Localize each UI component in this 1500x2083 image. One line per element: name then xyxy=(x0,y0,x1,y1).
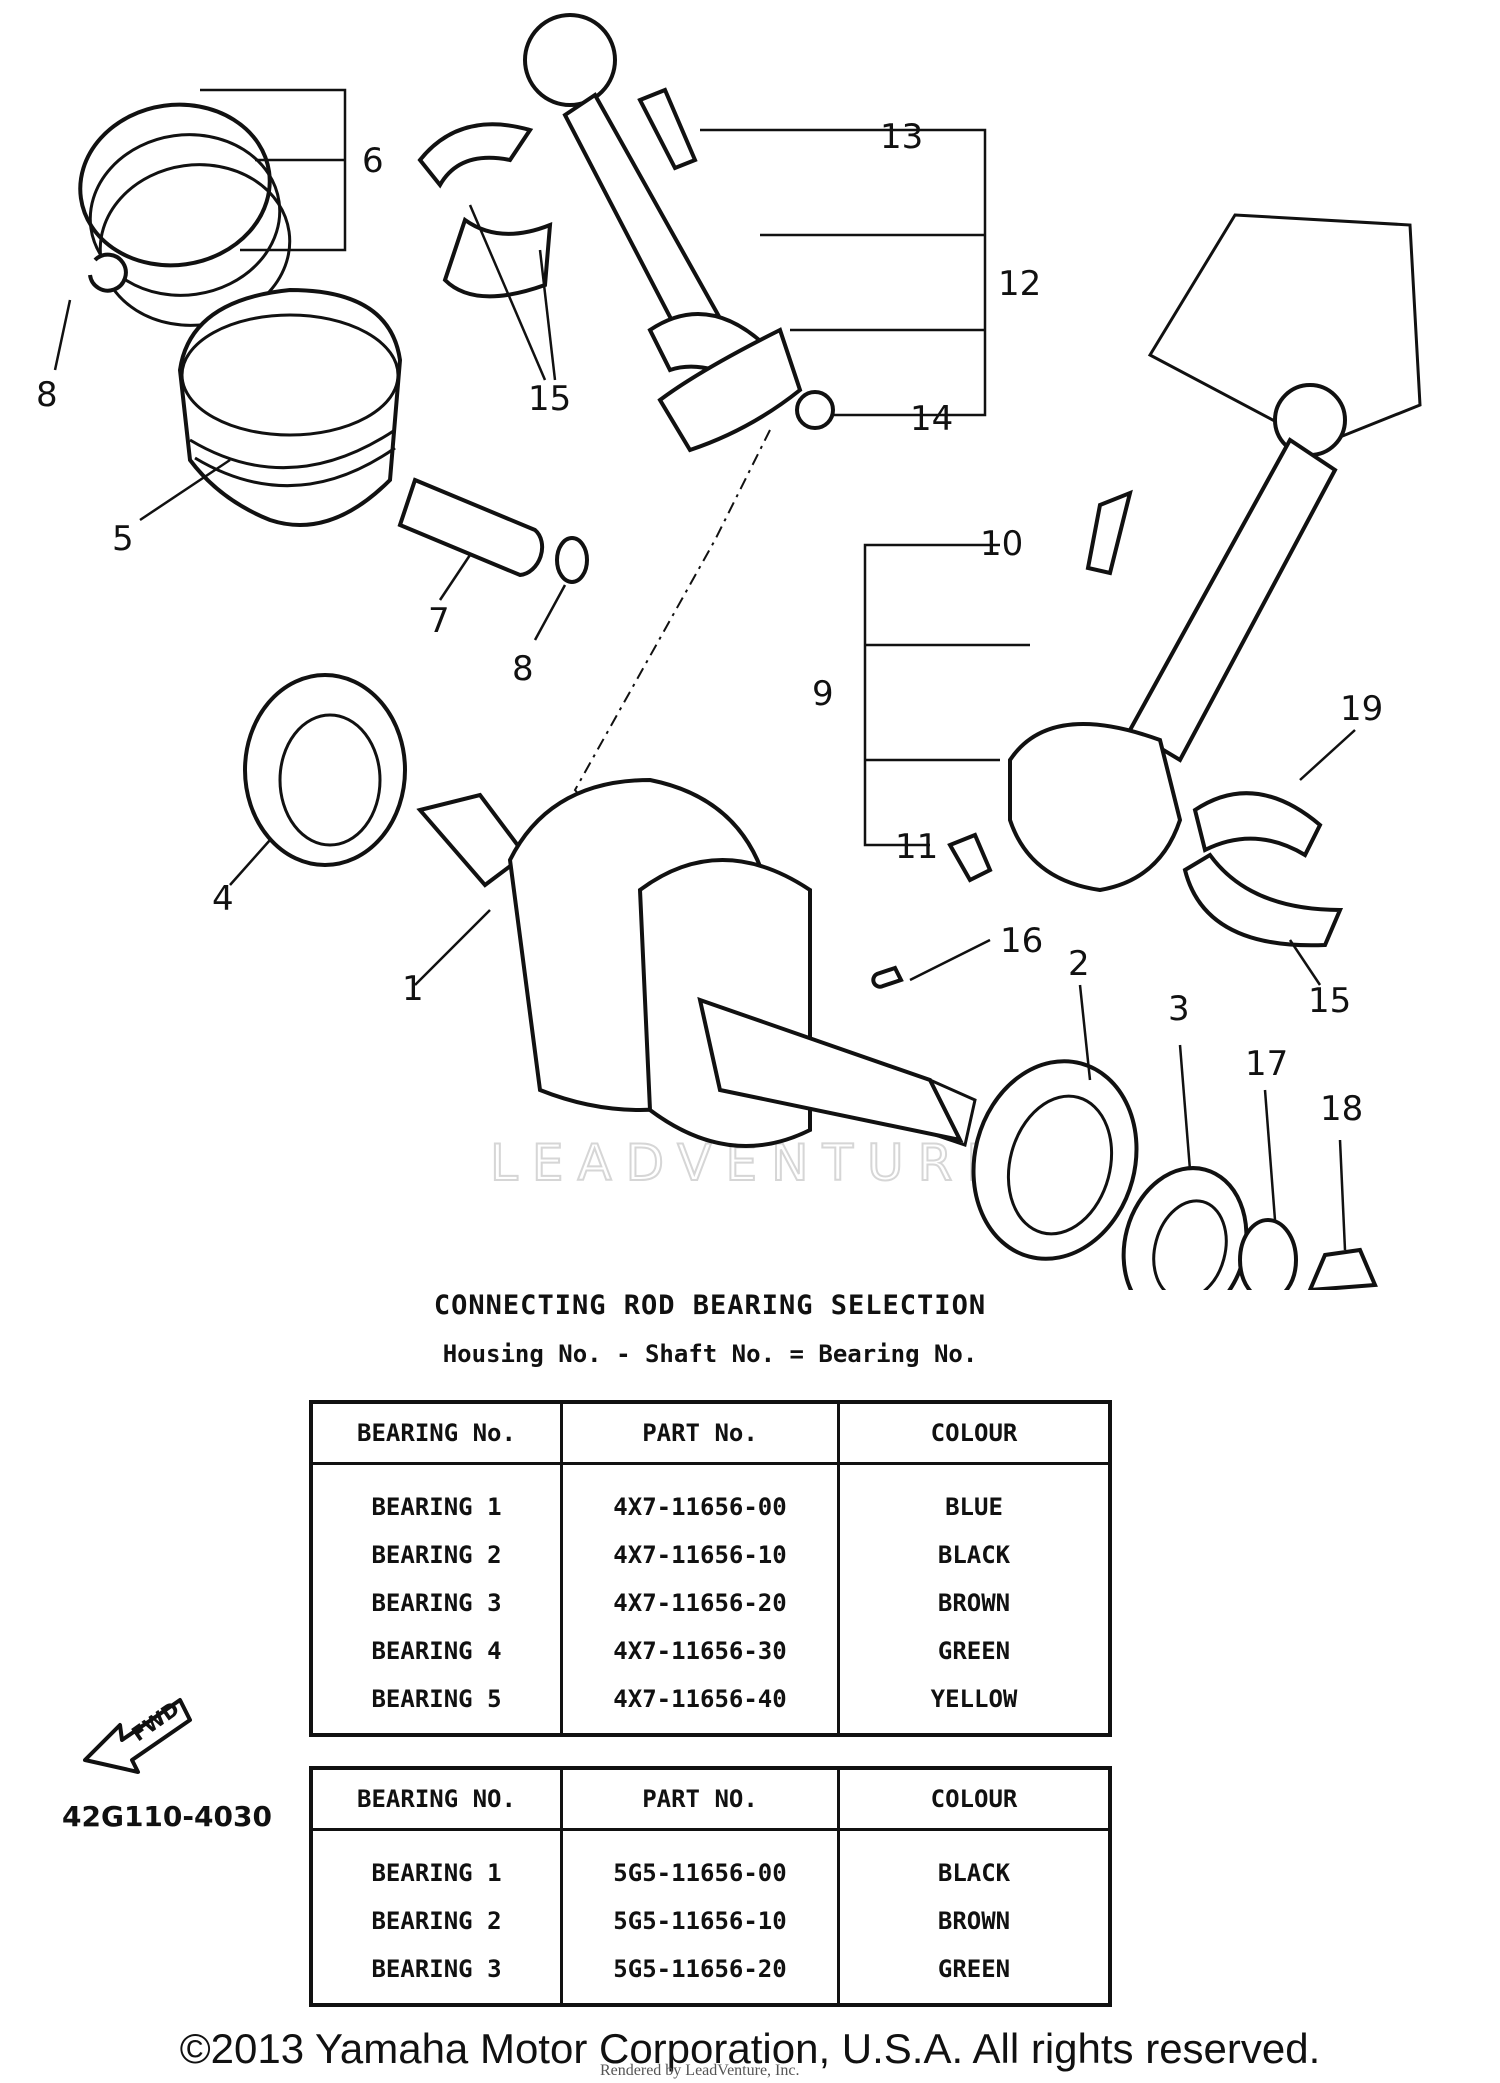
bearing-table-b: BEARING NO. PART NO. COLOUR BEARING 1 5G… xyxy=(309,1766,1112,2007)
table-row: BEARING 1 4X7-11656-00 BLUE xyxy=(309,1463,1110,1531)
connecting-rod-bearing-upper xyxy=(417,122,553,299)
crankshaft-bearing-left xyxy=(243,673,407,867)
crankshaft-nut xyxy=(1307,1247,1378,1290)
connecting-rod xyxy=(523,13,803,453)
callout-15: 15 xyxy=(528,379,571,419)
colour-cell: BLACK xyxy=(837,1531,1110,1579)
rod-bolt xyxy=(1085,489,1133,576)
column-header: COLOUR xyxy=(837,1766,1112,1831)
callout-13: 13 xyxy=(880,117,923,157)
callout-15: 15 xyxy=(1308,981,1351,1021)
table-row: BEARING 2 4X7-11656-10 BLACK xyxy=(309,1531,1110,1579)
table-header-row: BEARING No. PART No. COLOUR xyxy=(309,1400,1112,1465)
part-number-cell: 4X7-11656-20 xyxy=(560,1579,839,1627)
callout-4: 4 xyxy=(212,879,234,919)
forward-arrow-icon: FWD xyxy=(83,1696,192,1774)
part-number-cell: 5G5-11656-20 xyxy=(560,1945,839,2005)
table-row: BEARING 3 4X7-11656-20 BROWN xyxy=(309,1579,1110,1627)
colour-cell: YELLOW xyxy=(837,1675,1110,1735)
callout-11: 11 xyxy=(895,827,938,867)
bearing-cell: BEARING 5 xyxy=(309,1675,562,1735)
callout-2: 2 xyxy=(1068,944,1090,984)
table-row: BEARING 2 5G5-11656-10 BROWN xyxy=(309,1897,1110,1945)
colour-cell: BROWN xyxy=(837,1579,1110,1627)
bearing-table-a: BEARING No. PART No. COLOUR BEARING 1 4X… xyxy=(309,1400,1112,1737)
table-header-row: BEARING NO. PART NO. COLOUR xyxy=(309,1766,1112,1831)
table-row: BEARING 4 4X7-11656-30 GREEN xyxy=(309,1627,1110,1675)
bearing-cell: BEARING 3 xyxy=(309,1579,562,1627)
callout-18: 18 xyxy=(1320,1089,1363,1129)
colour-cell: GREEN xyxy=(837,1945,1110,2005)
table-row: BEARING 5 4X7-11656-40 YELLOW xyxy=(309,1675,1110,1735)
rendered-by-notice: Rendered by LeadVenture, Inc. xyxy=(600,2062,800,2079)
column-header: BEARING NO. xyxy=(309,1766,563,1831)
callout-12: 12 xyxy=(998,264,1041,304)
column-header: PART No. xyxy=(560,1400,840,1465)
bearing-cell: BEARING 1 xyxy=(309,1829,562,1897)
colour-cell: GREEN xyxy=(837,1627,1110,1675)
woodruff-key xyxy=(871,965,904,989)
connecting-rod-bearing-lower xyxy=(1182,791,1344,948)
callout-1: 1 xyxy=(402,969,424,1009)
exploded-parts-diagram: LEADVENTURE xyxy=(36,13,1422,1290)
piston xyxy=(177,287,403,527)
part-number-cell: 4X7-11656-40 xyxy=(560,1675,839,1735)
piston-pin-clip xyxy=(88,252,128,293)
bearing-cell: BEARING 2 xyxy=(309,1897,562,1945)
part-number-cell: 5G5-11656-10 xyxy=(560,1897,839,1945)
crankshaft-bearing-right xyxy=(971,1059,1139,1261)
figure-code: 42G110-4030 xyxy=(62,1800,272,1833)
connecting-rod-assembly xyxy=(1008,213,1422,893)
lock-washer xyxy=(1238,1218,1298,1290)
bearing-cell: BEARING 3 xyxy=(309,1945,562,2005)
colour-cell: BROWN xyxy=(837,1897,1110,1945)
bearing-cell: BEARING 2 xyxy=(309,1531,562,1579)
callout-7: 7 xyxy=(428,601,450,641)
callout-14: 14 xyxy=(910,399,953,439)
callout-8: 8 xyxy=(512,649,534,689)
column-header: COLOUR xyxy=(837,1400,1112,1465)
column-header: PART NO. xyxy=(560,1766,840,1831)
callout-5: 5 xyxy=(112,519,134,559)
piston-pin-clip xyxy=(555,536,589,584)
callout-19: 19 xyxy=(1340,689,1383,729)
rod-bolt xyxy=(637,87,698,171)
part-number-cell: 4X7-11656-00 xyxy=(560,1463,839,1531)
table-row: BEARING 1 5G5-11656-00 BLACK xyxy=(309,1829,1110,1897)
crankshaft xyxy=(416,777,977,1148)
colour-cell: BLUE xyxy=(837,1463,1110,1531)
callout-10: 10 xyxy=(980,524,1023,564)
callout-17: 17 xyxy=(1245,1044,1288,1084)
copyright-notice: ©2013 Yamaha Motor Corporation, U.S.A. A… xyxy=(179,2025,1321,2072)
callout-9: 9 xyxy=(812,674,834,714)
part-number-cell: 4X7-11656-30 xyxy=(560,1627,839,1675)
part-number-cell: 5G5-11656-00 xyxy=(560,1829,839,1897)
table-row: BEARING 3 5G5-11656-20 GREEN xyxy=(309,1945,1110,2005)
colour-cell: BLACK xyxy=(837,1829,1110,1897)
bearing-cell: BEARING 1 xyxy=(309,1463,562,1531)
bearing-selection-title: CONNECTING ROD BEARING SELECTION xyxy=(433,1290,987,1321)
callout-16: 16 xyxy=(1000,921,1043,961)
callout-6: 6 xyxy=(362,141,384,181)
callout-3: 3 xyxy=(1168,989,1190,1029)
piston-pin xyxy=(397,477,545,578)
rod-nut xyxy=(947,832,993,883)
callout-8: 8 xyxy=(36,375,58,415)
part-number-cell: 4X7-11656-10 xyxy=(560,1531,839,1579)
column-header: BEARING No. xyxy=(309,1400,563,1465)
rod-nut xyxy=(795,390,835,430)
bearing-selection-formula: Housing No. - Shaft No. = Bearing No. xyxy=(442,1340,978,1368)
bearing-cell: BEARING 4 xyxy=(309,1627,562,1675)
